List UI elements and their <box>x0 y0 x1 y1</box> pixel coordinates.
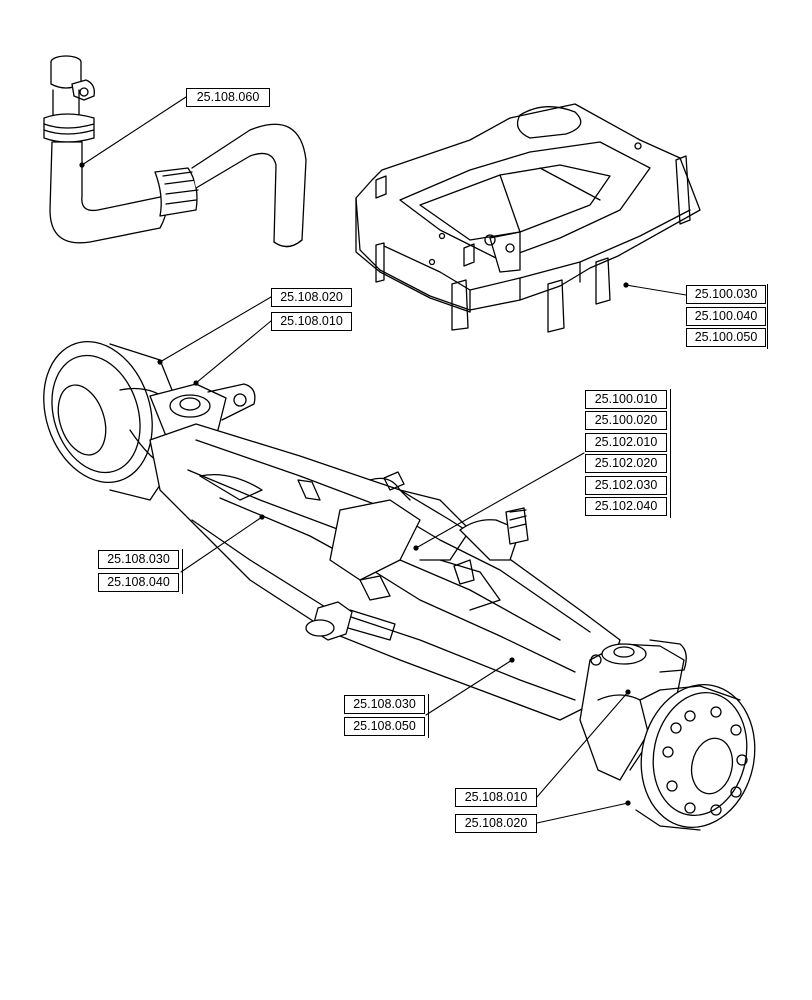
callout-left-hub-1[interactable]: 25.108.020 <box>271 288 352 307</box>
callout-right-hub-1[interactable]: 25.108.010 <box>455 788 537 807</box>
callout-center-5[interactable]: 25.102.030 <box>585 476 667 495</box>
callout-center-4[interactable]: 25.102.020 <box>585 454 667 473</box>
pan-callout-bracket <box>764 284 768 349</box>
callout-pan-2[interactable]: 25.100.040 <box>686 307 766 326</box>
callout-center-3[interactable]: 25.102.010 <box>585 433 667 452</box>
callout-pan-3[interactable]: 25.100.050 <box>686 328 766 347</box>
callout-left-hub-2[interactable]: 25.108.010 <box>271 312 352 331</box>
leader-lines <box>82 97 686 823</box>
left-wheel-hub-illustration <box>26 327 176 500</box>
left-tube-callout-bracket <box>179 549 183 594</box>
callout-left-tube-2[interactable]: 25.108.040 <box>98 573 179 592</box>
right-tube-callout-bracket <box>425 694 429 738</box>
leader-dots <box>79 162 631 806</box>
callout-right-tube-1[interactable]: 25.108.030 <box>344 695 425 714</box>
breather-hose-illustration <box>44 56 306 247</box>
callout-pan-1[interactable]: 25.100.030 <box>686 285 766 304</box>
callout-right-tube-2[interactable]: 25.108.050 <box>344 717 425 736</box>
callout-center-2[interactable]: 25.100.020 <box>585 411 667 430</box>
callout-center-1[interactable]: 25.100.010 <box>585 390 667 409</box>
right-wheel-hub-illustration <box>628 674 767 838</box>
oil-pan-frame-illustration <box>356 104 700 332</box>
callout-right-hub-2[interactable]: 25.108.020 <box>455 814 537 833</box>
callout-center-6[interactable]: 25.102.040 <box>585 497 667 516</box>
axle-housing-illustration <box>150 424 620 720</box>
callout-hose[interactable]: 25.108.060 <box>186 88 270 107</box>
callout-left-tube-1[interactable]: 25.108.030 <box>98 550 179 569</box>
center-callout-bracket <box>667 389 671 518</box>
right-knuckle-illustration <box>580 640 686 780</box>
